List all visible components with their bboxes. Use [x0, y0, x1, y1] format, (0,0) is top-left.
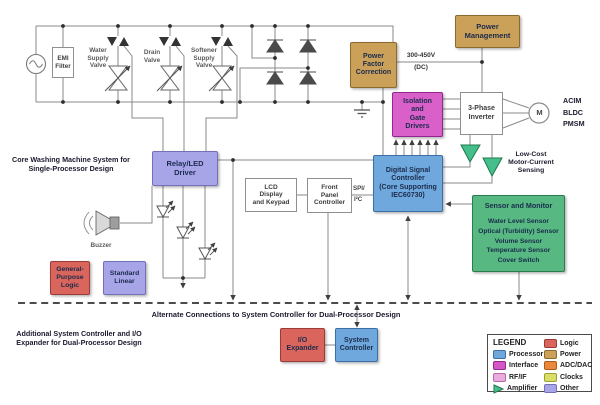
legend-row: Processor	[493, 349, 543, 360]
bridge-rectifier-icon	[266, 39, 317, 85]
adcdac-swatch-icon	[544, 361, 557, 371]
general-purpose-logic-block: General- Purpose Logic	[50, 261, 90, 295]
legend-label: Clocks	[560, 373, 583, 381]
dc-bus-dc-label: (DC)	[414, 64, 428, 71]
legend-row: Amplifier	[493, 383, 543, 394]
legend-right-column: Logic Power ADC/DAC Clocks Other	[544, 338, 592, 394]
relay-led-driver-block: Relay/LED Driver	[152, 151, 218, 186]
interface-swatch-icon	[493, 361, 506, 371]
processor-swatch-icon	[493, 350, 506, 360]
drain-valve-label: Drain Valve	[143, 49, 161, 64]
sensor-item: Cover Switch	[497, 256, 540, 264]
sensor-item: Volume Sensor	[494, 237, 543, 245]
legend-label: Processor	[509, 351, 544, 359]
legend-row: Interface	[493, 360, 543, 371]
legend-row: Power	[544, 349, 592, 360]
legend-label: RF/IF	[509, 373, 527, 381]
led-emission-arrows	[165, 200, 218, 256]
alternate-connections-label: Alternate Connections to System Controll…	[151, 310, 401, 319]
valve-arrows	[104, 65, 235, 92]
wire-lines	[35, 25, 530, 346]
legend-row: Clocks	[544, 371, 592, 382]
power-swatch-icon	[544, 349, 557, 359]
legend-label: Other	[560, 384, 579, 392]
clocks-swatch-icon	[544, 372, 557, 382]
power-factor-correction-block: Power Factor Correction	[350, 42, 397, 88]
buzzer-label: Buzzer	[90, 242, 112, 249]
legend-label: Logic	[560, 339, 579, 347]
sensor-monitor-block: Sensor and Monitor Water Level Sensor Op…	[472, 195, 565, 272]
legend-label: Amplifier	[507, 385, 538, 393]
sensor-monitor-title: Sensor and Monitor	[484, 201, 553, 210]
emi-filter-block: EMI Filter	[52, 47, 74, 78]
water-supply-valve-label: Water Supply Valve	[87, 47, 109, 70]
i2c-label: I²C	[354, 196, 363, 203]
junction-dots	[61, 24, 484, 280]
legend-row: RF/IF	[493, 372, 543, 383]
io-expander-block: I/O Expander	[280, 328, 325, 362]
arrow-wires	[180, 139, 522, 328]
logic-swatch-icon	[544, 338, 557, 348]
legend-label: ADC/DAC	[560, 362, 593, 370]
lcd-keypad-block: LCD Display and Keypad	[245, 178, 297, 212]
legend-title: LEGEND	[493, 338, 527, 347]
softener-supply-valve-label: Softener Supply Valve	[191, 47, 217, 70]
legend-row: Logic	[544, 338, 592, 349]
dc-bus-voltage-label: 300-450V	[406, 52, 436, 59]
rfif-swatch-icon	[493, 372, 506, 382]
standard-linear-block: Standard Linear	[103, 261, 146, 295]
sensor-item: Water Level Sensor	[488, 218, 549, 226]
spi-label: SPI/	[353, 185, 365, 192]
legend-left-column: Processor Interface RF/IF Amplifier	[493, 349, 543, 394]
front-panel-controller-block: Front Panel Controller	[307, 178, 352, 213]
triac-icons	[107, 37, 233, 46]
motor-label: M	[536, 108, 543, 117]
amplifier-swatch-icon	[493, 383, 504, 394]
legend-row: Other	[544, 383, 592, 394]
amplifier-icons	[460, 144, 503, 178]
legend-label: Power	[560, 350, 582, 358]
current-sensing-label: Low-Cost Motor-Current Sensing	[508, 151, 554, 175]
sensor-item: Optical (Turbidity) Sensor	[478, 228, 559, 236]
legend-row: ADC/DAC	[544, 360, 592, 371]
legend-label: Interface	[509, 362, 539, 370]
motor-icon	[528, 102, 550, 124]
led-icons	[156, 205, 212, 261]
motor-types-label: ACIM BLDC PMSM	[563, 96, 585, 129]
ground-icon	[354, 109, 370, 118]
other-swatch-icon	[544, 383, 557, 393]
isolation-gate-drivers-block: Isolation and Gate Drivers	[392, 92, 443, 137]
system-controller-block: System Controller	[335, 328, 378, 362]
ac-source-icon	[25, 53, 47, 75]
dsc-block: Digital Signal Controller (Core Supporti…	[373, 155, 443, 212]
speaker-icon	[83, 210, 120, 236]
legend: LEGEND Processor Interface RF/IF Amplifi…	[487, 334, 592, 394]
sensor-item: Temperature Sensor	[486, 247, 551, 255]
three-phase-inverter-block: 3-Phase Inverter	[460, 92, 503, 135]
additional-expander-label: Additional System Controller and I/O Exp…	[16, 329, 142, 347]
power-management-block: Power Management	[455, 15, 520, 48]
core-system-label: Core Washing Machine System for Single-P…	[12, 155, 130, 173]
